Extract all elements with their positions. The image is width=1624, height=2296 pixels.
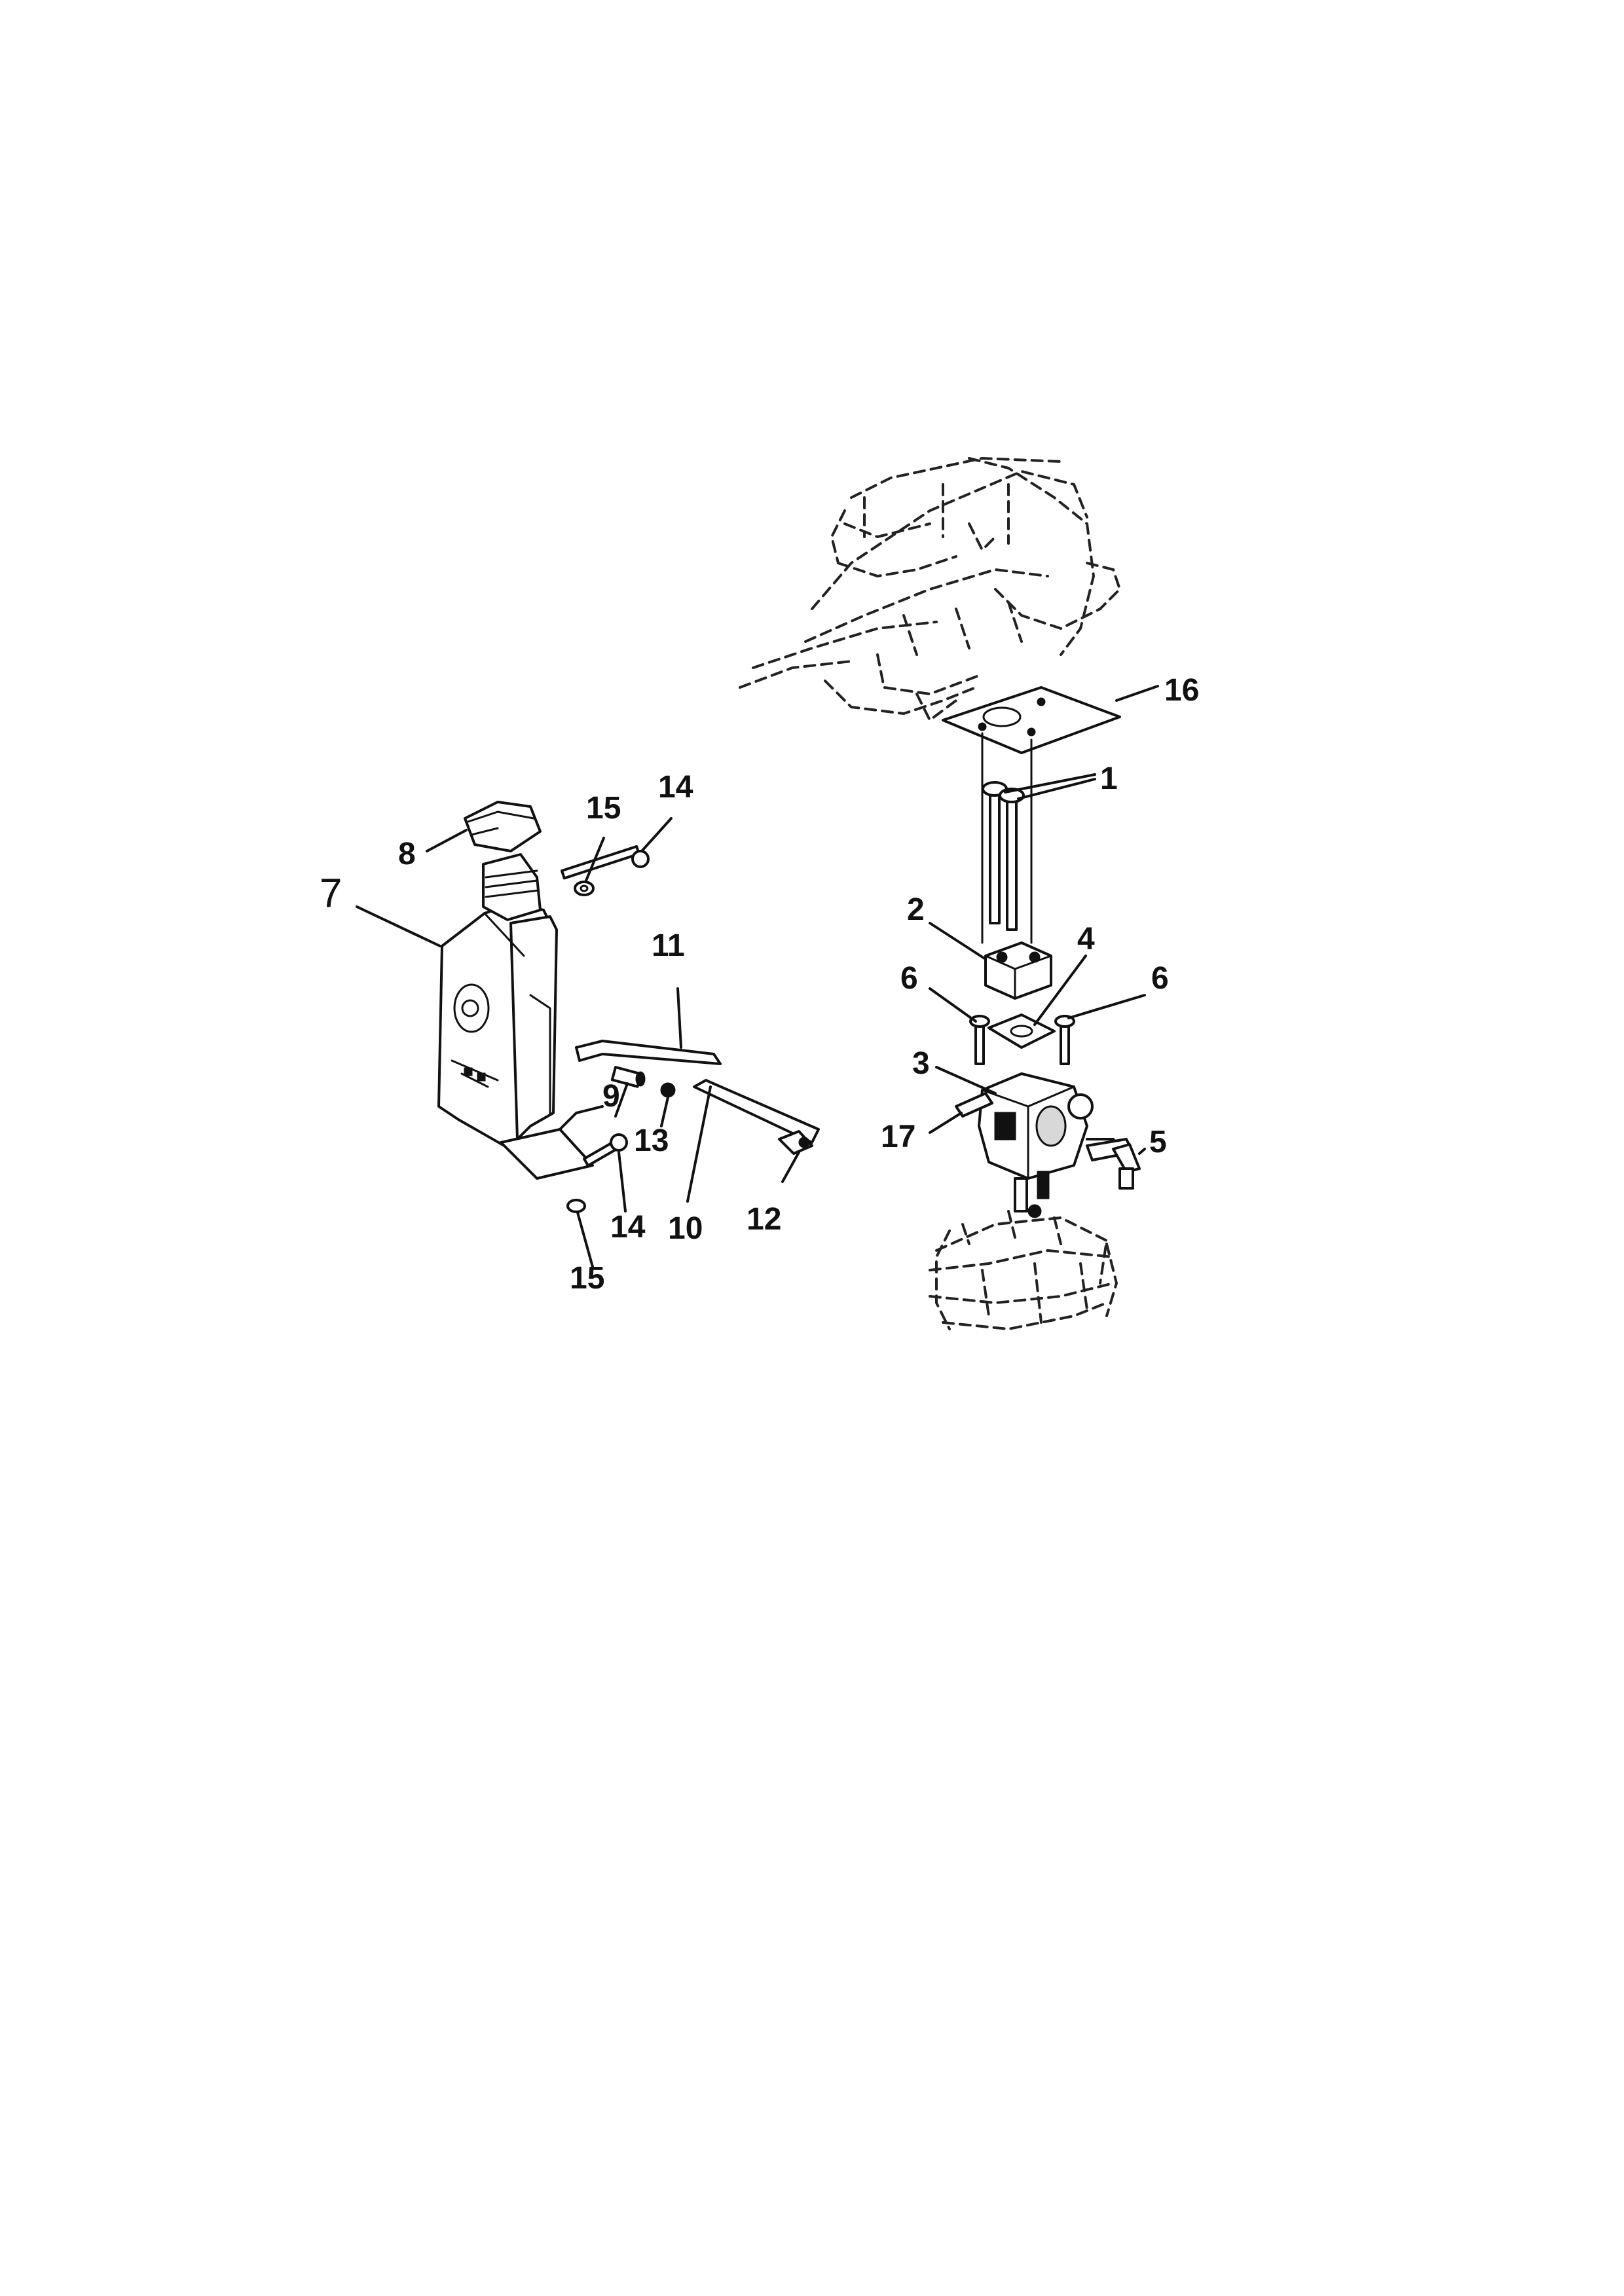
- leader-8: [426, 829, 468, 852]
- leader-14-bottom: [618, 1151, 627, 1212]
- fuel-tank-7: [437, 902, 604, 1147]
- leader-13: [660, 1096, 669, 1127]
- washer-15-bottom: [566, 1199, 586, 1213]
- leader-2: [929, 922, 987, 960]
- gasket-16: [942, 686, 1121, 754]
- callout-4: 4: [1077, 922, 1095, 957]
- choke-lever-5: [1086, 1138, 1141, 1190]
- callout-10: 10: [668, 1211, 703, 1246]
- leader-17: [929, 1112, 963, 1134]
- callout-9: 9: [602, 1079, 620, 1114]
- callout-8: 8: [398, 837, 416, 871]
- screw-6-left: [969, 1015, 990, 1065]
- leader-1b: [1017, 778, 1096, 800]
- leader-3: [935, 1066, 997, 1095]
- callout-2: 2: [907, 892, 925, 927]
- callout-6-left: 6: [900, 961, 918, 996]
- air-filter-box-phantom: [929, 1210, 1118, 1331]
- callout-16: 16: [1164, 673, 1199, 708]
- callout-14-top: 14: [658, 770, 693, 805]
- callout-15-top: 15: [586, 791, 621, 826]
- carburetor-3: [978, 1072, 1128, 1218]
- leader-9: [614, 1082, 629, 1118]
- fuel-cap-8: [464, 801, 542, 852]
- insulator-2: [984, 941, 1052, 1000]
- grommet-12: [778, 1130, 813, 1155]
- callout-7: 7: [320, 871, 342, 916]
- tank-neck: [482, 853, 542, 921]
- leader-15-bottom: [576, 1211, 594, 1268]
- callout-1: 1: [1100, 761, 1118, 796]
- leader-4: [1033, 955, 1087, 1026]
- leader-11: [676, 987, 682, 1049]
- tank-mount-plate: [500, 1128, 594, 1180]
- callout-14-bottom: 14: [610, 1210, 646, 1245]
- leader-7: [356, 905, 441, 947]
- gasket-4: [987, 1013, 1056, 1049]
- callout-12: 12: [747, 1202, 781, 1237]
- callout-5: 5: [1149, 1125, 1167, 1159]
- fuel-filter-13: [660, 1082, 676, 1098]
- fuel-line-10: [693, 1079, 820, 1144]
- screw-6-right: [1054, 1015, 1075, 1065]
- leader-15-top: [585, 837, 605, 882]
- leader-14-top: [640, 817, 673, 852]
- long-screws-1: [982, 781, 1025, 931]
- leader-5: [1138, 1148, 1146, 1155]
- callout-17: 17: [881, 1120, 915, 1154]
- callout-15-bottom: 15: [570, 1261, 604, 1296]
- callout-11: 11: [652, 928, 685, 963]
- leader-6-right: [1067, 994, 1146, 1019]
- engine-block-phantom: [739, 456, 1122, 723]
- washer-15-top: [574, 881, 595, 896]
- leader-6-left: [929, 987, 977, 1023]
- leader-16: [1115, 685, 1159, 702]
- fuel-fitting-9: [610, 1066, 646, 1088]
- leader-12: [781, 1151, 800, 1183]
- leader-1a: [1004, 773, 1096, 793]
- leader-10: [686, 1085, 712, 1203]
- screw-14-bottom: [583, 1133, 628, 1167]
- screw-14-top: [561, 845, 650, 880]
- callout-3: 3: [912, 1046, 930, 1081]
- callout-6-right: 6: [1151, 961, 1169, 996]
- callout-13: 13: [634, 1123, 669, 1158]
- fuel-line-11: [575, 1040, 722, 1065]
